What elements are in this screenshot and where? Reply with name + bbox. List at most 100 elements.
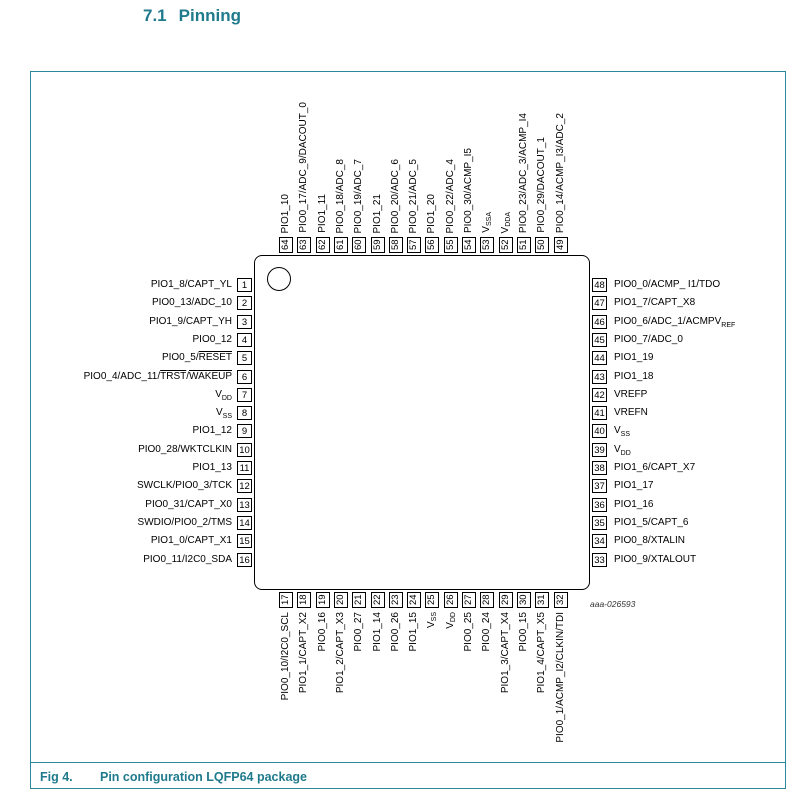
pin-label: PIO1_2/CAPT_X3 [335, 612, 347, 693]
pin-name: SWDIO/PIO0_2/TMS [137, 516, 232, 528]
pin-name: PIO0_11/I2C0_SDA [143, 553, 232, 565]
pin-number-box: 9 [237, 424, 252, 439]
pin-label: PIO0_9/XTALOUT [614, 554, 696, 566]
pin-name: PIO1_7/CAPT_X8 [614, 297, 696, 309]
pin-name: PIO0_20/ADC_6 [389, 158, 401, 234]
pin-number-box: 52 [498, 237, 513, 253]
pin-name: PIO0_6/ADC_1/ACMPV [614, 315, 722, 327]
pin-label: VSS [614, 425, 630, 441]
pin-name: PIO0_21/ADC_5 [408, 158, 420, 234]
pin-name: PIO0_4/ADC_11/ [83, 370, 161, 382]
pin-label: PIO1_20 [426, 194, 438, 233]
pin-label: PIO1_8/CAPT_YL [151, 279, 232, 291]
pin-label: PIO0_10/I2C0_SCL [280, 612, 292, 700]
pin-label: PIO0_29/DACOUT_1 [536, 137, 548, 233]
pin-name: PIO0_17/ADC_9/DACOUT_0 [298, 102, 310, 233]
pin-label: PIO1_12 [193, 425, 232, 437]
pin-name: V [215, 407, 223, 419]
pin-number-box: 1 [237, 278, 252, 292]
pin-name: PIO0_8/XTALIN [614, 535, 685, 547]
pin-number-box: 58 [388, 237, 403, 253]
pin-name: PIO1_2/CAPT_X3 [334, 612, 346, 694]
pin-name-subscript: SS [431, 612, 439, 622]
pin-number-box: 61 [333, 237, 348, 253]
pin-name: PIO0_12 [192, 333, 232, 345]
pin-name-subscript: DD [221, 394, 232, 402]
pin-number-box: 37 [592, 479, 607, 494]
pin-label: PIO0_25 [463, 612, 475, 651]
pin-label: PIO1_4/CAPT_X5 [536, 612, 548, 693]
pin-name: PIO1_21 [371, 193, 383, 233]
pin-number-box: 5 [237, 351, 252, 366]
figure-frame [30, 71, 786, 789]
pin-number-box: 26 [443, 592, 458, 608]
pin-number-box: 35 [592, 515, 607, 530]
pin-label: PIO1_15 [408, 612, 420, 651]
pin-name: V [215, 388, 222, 400]
pin-label: PIO1_17 [614, 480, 653, 492]
pin-label: VSS [216, 407, 232, 423]
pin-name: PIO0_10/I2C0_SCL [280, 612, 291, 701]
pin-name: V [444, 622, 456, 629]
pin-name: PIO0_1/ACMP_I2/CLKIN/TDI [554, 612, 566, 743]
pin-name: PIO0_31/CAPT_X0 [145, 498, 232, 510]
pin-name: PIO1_3/CAPT_X4 [499, 612, 511, 694]
pin-name: PIO1_10 [280, 193, 291, 233]
pin-number-box: 32 [553, 592, 568, 608]
pin-number-box: 45 [592, 332, 607, 347]
pin-name: PIO0_9/XTALOUT [614, 553, 697, 565]
pin-label: PIO0_4/ADC_11/TRST/WAKEUP [84, 371, 232, 383]
pin-label: PIO0_17/ADC_9/DACOUT_0 [298, 102, 310, 233]
pin-name: PIO1_6/CAPT_X7 [614, 462, 696, 473]
pin-label: PIO0_13/ADC_10 [152, 297, 232, 309]
pin-label: VSSA [481, 212, 496, 233]
pin-number-box: 62 [315, 237, 330, 253]
pin-name: PIO1_17 [614, 480, 654, 492]
pin-number-box: 47 [592, 296, 607, 311]
pin-name: PIO1_13 [192, 462, 232, 473]
pin-number-box: 57 [407, 237, 422, 253]
pin-number-box: 64 [279, 237, 293, 253]
pin-name: PIO0_30/ACMP_I5 [463, 147, 474, 233]
pin-number-box: 42 [592, 387, 607, 402]
pin-label: PIO0_18/ADC_8 [335, 159, 347, 234]
pin-number-box: 4 [237, 332, 252, 347]
pin-label: PIO0_28/WKTCLKIN [138, 444, 232, 456]
figure-label: Fig 4. [40, 770, 73, 784]
pin-name-subscript: DDA [504, 211, 512, 227]
pin-number-box: 31 [535, 592, 550, 608]
pin-label: PIO1_6/CAPT_X7 [614, 462, 695, 474]
pin-label: PIO0_8/XTALIN [614, 535, 685, 547]
pin-name: PIO1_4/CAPT_X5 [536, 612, 548, 694]
pin-name: PIO0_15 [517, 612, 529, 652]
pin-name: PIO0_24 [481, 612, 493, 652]
pin-label: PIO1_0/CAPT_X1 [151, 535, 232, 547]
pin-label: PIO0_26 [390, 612, 402, 651]
pin-name: PIO1_8/CAPT_YL [150, 279, 232, 290]
pin-label: PIO0_31/CAPT_X0 [145, 499, 232, 511]
pin-number-box: 54 [462, 237, 476, 253]
pin-number-box: 3 [237, 314, 252, 329]
pin-number-box: 63 [297, 237, 312, 253]
pin-label: PIO0_27 [353, 612, 365, 651]
pin-name: PIO0_28/WKTCLKIN [138, 443, 232, 455]
pin-number-box: 7 [237, 387, 252, 402]
pin-name: V [481, 226, 493, 233]
pin-label: PIO1_21 [372, 194, 384, 233]
pin-label: PIO1_14 [372, 612, 384, 651]
pin-label: PIO1_19 [614, 352, 653, 364]
pin-number-box: 44 [592, 351, 607, 366]
pin-name: V [614, 443, 621, 455]
pin-number-box: 13 [237, 497, 252, 512]
pin-name: VREFN [614, 407, 648, 419]
pin-number-box: 40 [592, 424, 607, 439]
pin-label: PIO0_11/I2C0_SDA [143, 554, 232, 566]
pin-number-box: 46 [592, 314, 607, 329]
figure-reference-code: aaa-026593 [590, 599, 636, 609]
pin-label: PIO1_11 [317, 194, 329, 233]
pin-name: V [614, 425, 621, 437]
pin-number-box: 51 [516, 237, 531, 253]
pin-name: PIO1_0/CAPT_X1 [150, 535, 232, 547]
pin-label: VDD [614, 444, 631, 460]
pin-label: PIO0_19/ADC_7 [353, 159, 365, 234]
